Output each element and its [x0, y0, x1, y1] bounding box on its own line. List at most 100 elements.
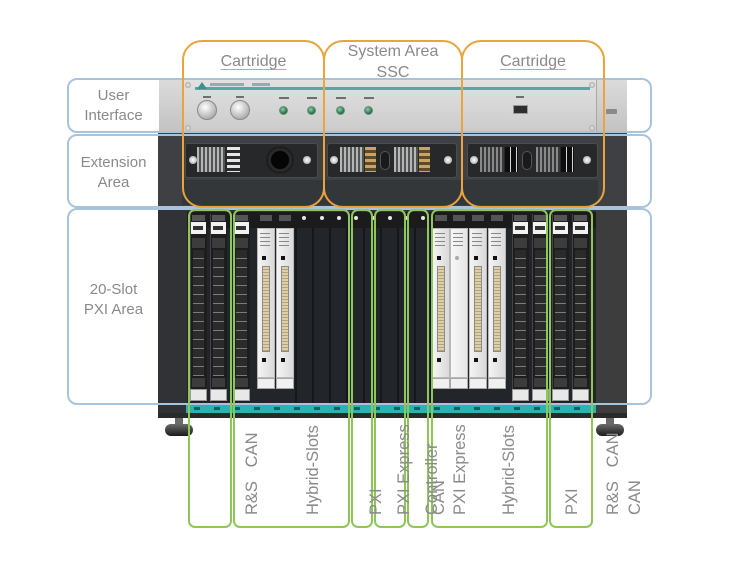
- slot-number-strip: [186, 405, 596, 413]
- module-connector-ladder: [262, 266, 270, 352]
- slot-group-hybrid-right: [431, 209, 548, 528]
- module-text-mark: [472, 241, 482, 242]
- slot-divider: [329, 228, 331, 405]
- slot-handle-dot: [371, 216, 375, 220]
- slot-number-mark: [434, 407, 440, 410]
- grid-connector-icon: [536, 147, 560, 172]
- module-handle: [212, 238, 225, 248]
- module-bottom-label: [257, 378, 275, 389]
- power-knob-icon: [230, 100, 250, 120]
- slot-handle-dot: [354, 216, 358, 220]
- module-text-mark: [453, 245, 463, 246]
- slot-number-mark: [474, 407, 480, 410]
- module-top-handle: [279, 215, 291, 221]
- section-label-line: SSC: [376, 64, 410, 81]
- slot-number-mark: [234, 407, 240, 410]
- section-label-line: Cartridge: [500, 53, 566, 70]
- slot-number-mark: [514, 407, 520, 410]
- module-text-mark: [472, 233, 482, 234]
- module-text-mark: [491, 241, 501, 242]
- module-row-strip: [193, 250, 204, 376]
- slot-number-mark: [194, 407, 200, 410]
- module-handle: [514, 378, 527, 387]
- module-text-mark: [453, 237, 463, 238]
- slot-group-label-pxi-express-left: PXI Express: [352, 415, 413, 515]
- module-top-handle: [260, 215, 272, 221]
- module-text-mark: [435, 233, 445, 234]
- module-text-mark: [491, 237, 501, 238]
- row-label-line: Area: [97, 174, 130, 191]
- slot-number-mark: [214, 407, 220, 410]
- module-led-icon: [262, 256, 266, 260]
- status-led-icon: [279, 106, 288, 115]
- side-handle: [606, 109, 617, 114]
- slot-number-mark: [574, 407, 580, 410]
- slot-group-label-line: R&S CAN: [604, 432, 622, 515]
- slot-group-label-line: R&S CAN: [243, 432, 261, 515]
- usb-caption-mark: [516, 96, 524, 98]
- brand-logo-icon: [197, 82, 207, 89]
- slot-divider: [312, 228, 314, 405]
- row-label-line: 20-Slot: [89, 281, 138, 298]
- usb-port-icon: [513, 105, 528, 114]
- module-bottom-label: [276, 378, 294, 389]
- slot-number-mark: [274, 407, 280, 410]
- pin-block-icon: [419, 147, 430, 172]
- slot-handle-dot: [337, 216, 341, 220]
- slot-divider: [363, 228, 365, 405]
- module-text-mark: [472, 237, 482, 238]
- socket-block-icon: [561, 147, 574, 172]
- module-top-handle: [574, 215, 587, 221]
- module-bottom-label: [450, 378, 468, 389]
- module-handle: [235, 238, 248, 248]
- power-knob-icon: [197, 100, 217, 120]
- module-led-icon: [474, 256, 478, 260]
- knob-caption-mark: [236, 96, 244, 98]
- row-label-pxi-area: 20-Slot PXI Area: [69, 280, 158, 320]
- module-text-mark: [435, 245, 445, 246]
- module-text-mark: [472, 245, 482, 246]
- module-text-mark: [260, 237, 270, 238]
- module-led-icon: [281, 256, 285, 260]
- module-logo-mark: [575, 226, 585, 230]
- status-led-icon: [307, 106, 316, 115]
- module-handle: [235, 378, 248, 387]
- slot-number-mark: [294, 407, 300, 410]
- module-top-handle: [453, 215, 465, 221]
- thumbscrew-icon: [330, 156, 338, 164]
- module-handle: [514, 238, 527, 248]
- led-caption-mark: [279, 97, 289, 99]
- module-text-mark: [453, 241, 463, 242]
- slot-handle-dot: [320, 216, 324, 220]
- slot-group-rs-can-left: [188, 209, 232, 528]
- row-label-line: User: [97, 87, 130, 104]
- grid-connector-icon: [197, 147, 225, 172]
- module-logo-mark: [213, 226, 223, 230]
- module-text-mark: [279, 245, 289, 246]
- slot-number-mark: [374, 407, 380, 410]
- model-name-mark: [252, 83, 270, 86]
- slot-divider: [397, 228, 399, 405]
- pin-block-icon: [227, 147, 240, 172]
- module-row-strip: [575, 250, 586, 376]
- row-label-line: PXI Area: [83, 301, 144, 318]
- module-top-handle: [491, 215, 503, 221]
- module-row-strip: [515, 250, 526, 376]
- slot-number-mark: [554, 407, 560, 410]
- slot-number-mark: [394, 407, 400, 410]
- slot-group-label-rs-can-left: R&S CAN: [200, 415, 261, 515]
- round-connector-icon: [266, 146, 294, 174]
- slot-group-label-hybrid-right: Hybrid-Slots PXI CAN: [457, 415, 644, 515]
- socket-block-icon: [505, 147, 518, 172]
- section-box-cartridge-right: [461, 40, 605, 208]
- section-label-cartridge-left: Cartridge: [182, 51, 325, 72]
- slot-group-label-pxi-express-right: PXI Express: [408, 415, 469, 515]
- module-row-strip: [555, 250, 566, 376]
- keying-slot-icon: [522, 151, 532, 170]
- slot-number-mark: [354, 407, 360, 410]
- module-top-handle: [472, 215, 484, 221]
- module-connector-ladder: [281, 266, 289, 352]
- module-text-mark: [491, 233, 501, 234]
- slot-handle-dot: [388, 216, 392, 220]
- module-bottom-label: [210, 389, 227, 401]
